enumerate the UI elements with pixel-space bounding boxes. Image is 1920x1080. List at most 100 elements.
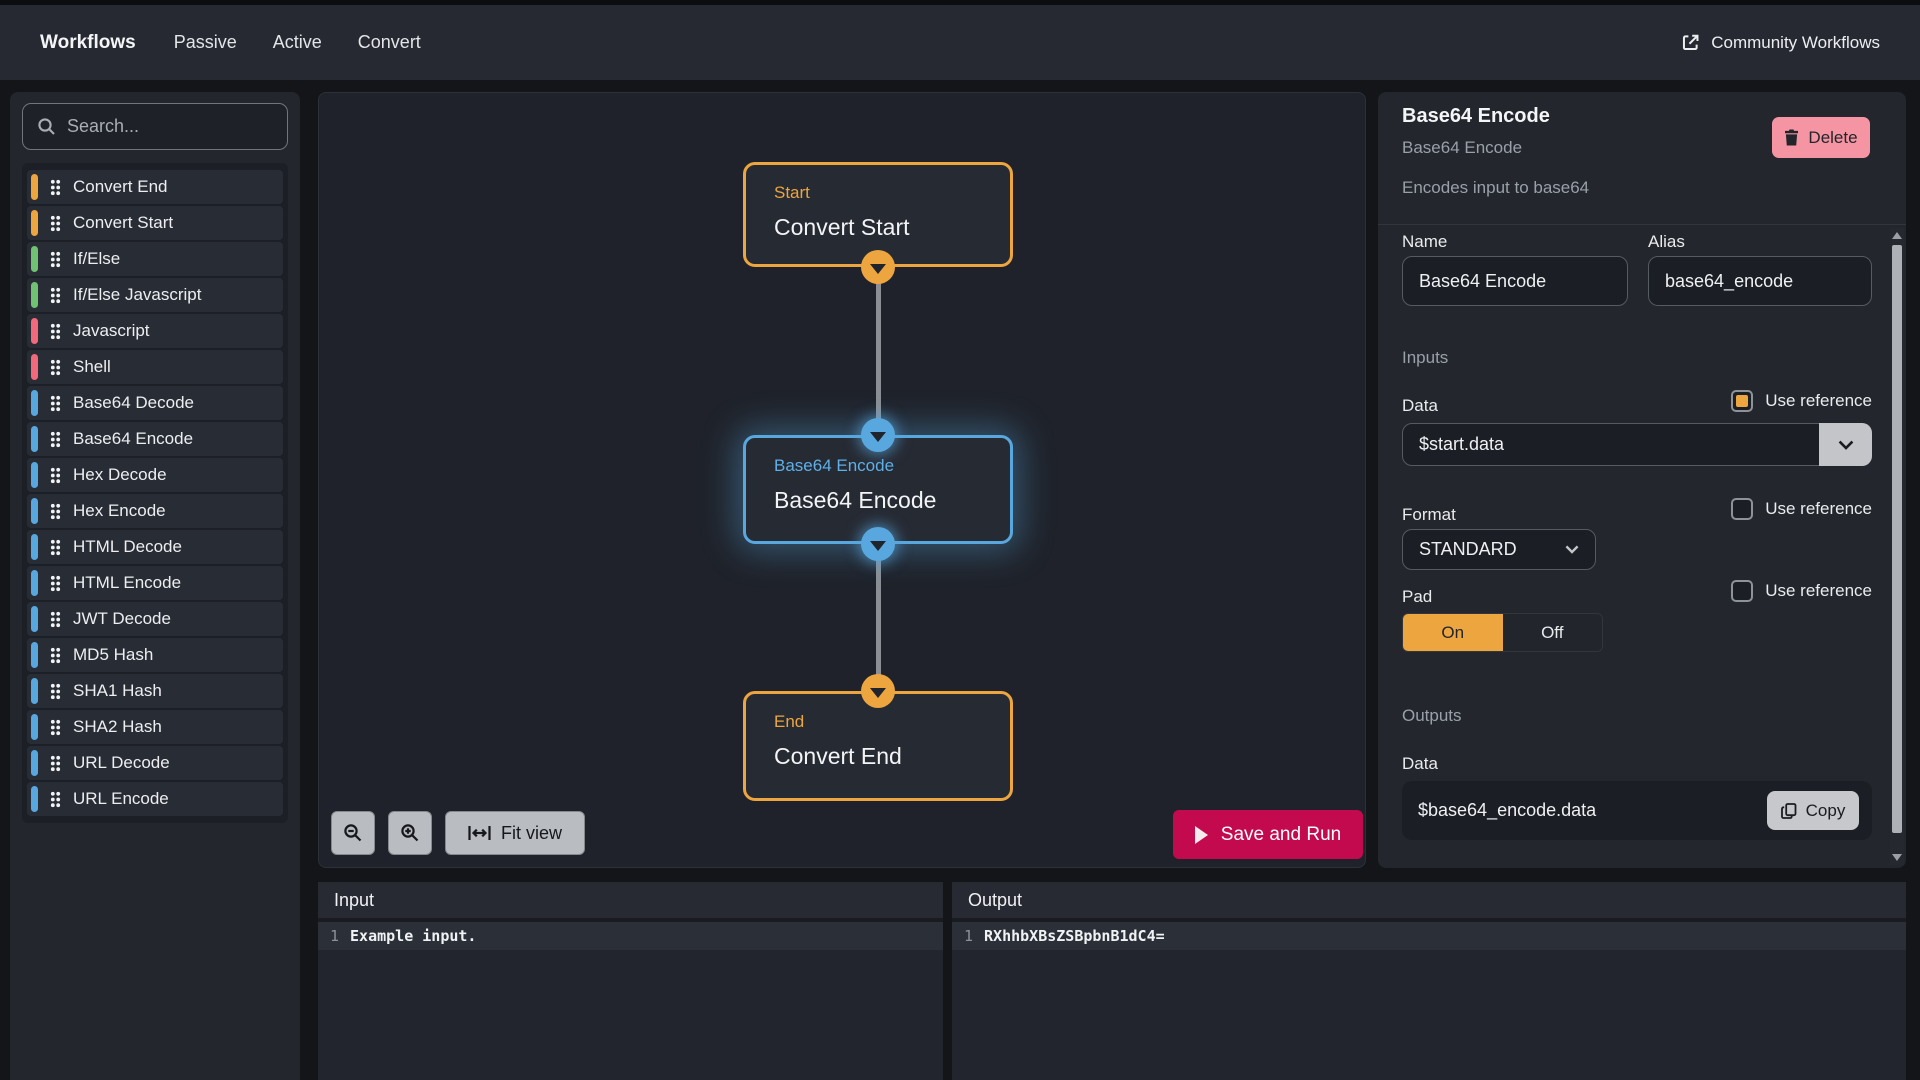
input-handle-base64-encode[interactable] xyxy=(861,418,895,452)
name-field-label: Name xyxy=(1402,232,1448,251)
palette-item[interactable]: URL Decode xyxy=(27,746,283,780)
inspector-subtitle: Base64 Encode xyxy=(1402,138,1523,157)
scrollbar-thumb[interactable] xyxy=(1892,245,1902,833)
node-color-pill xyxy=(31,498,38,524)
line-number: 1 xyxy=(330,927,340,945)
node-color-pill xyxy=(31,462,38,488)
search-input[interactable] xyxy=(67,116,273,137)
canvas-controls: Fit view xyxy=(331,811,585,855)
palette-item[interactable]: If/Else Javascript xyxy=(27,278,283,312)
data-select-dropdown-button[interactable] xyxy=(1819,423,1872,466)
node-color-pill xyxy=(31,678,38,704)
output-handle-convert-start[interactable] xyxy=(861,250,895,284)
node-palette-list: Convert End Convert Start xyxy=(22,163,288,823)
community-workflows-link[interactable]: Community Workflows xyxy=(1681,33,1880,53)
tab-convert[interactable]: Convert xyxy=(357,32,421,52)
data-use-reference-checkbox[interactable] xyxy=(1731,390,1754,412)
alias-input[interactable] xyxy=(1665,270,1855,292)
top-nav: Workflows Passive Active Convert Communi… xyxy=(0,5,1920,80)
drag-handle-icon xyxy=(50,503,61,520)
format-select[interactable]: STANDARD xyxy=(1402,529,1596,570)
palette-item[interactable]: URL Encode xyxy=(27,782,283,816)
palette-item-label: Javascript xyxy=(73,321,150,340)
scrollbar-up-arrow[interactable] xyxy=(1892,232,1902,239)
palette-item-label: Base64 Decode xyxy=(73,393,194,412)
node-color-pill xyxy=(31,570,38,596)
palette-item[interactable]: Base64 Decode xyxy=(27,386,283,420)
scrollbar-down-arrow[interactable] xyxy=(1892,854,1902,861)
node-color-pill xyxy=(31,318,38,344)
pad-input-label: Pad xyxy=(1402,587,1433,606)
format-use-reference-checkbox[interactable] xyxy=(1731,498,1754,520)
palette-item-label: MD5 Hash xyxy=(73,645,154,664)
use-reference-label: Use reference xyxy=(1765,391,1872,410)
output-editor-line: 1 RXhhbXBsZSBpbnB1dC4= xyxy=(952,922,1906,950)
tab-active[interactable]: Active xyxy=(272,32,322,52)
copy-button[interactable]: Copy xyxy=(1767,791,1859,830)
external-link-icon xyxy=(1681,33,1700,52)
input-panel-title: Input xyxy=(318,882,943,922)
data-reference-value: $start.data xyxy=(1419,434,1505,454)
copy-icon xyxy=(1780,802,1797,819)
drag-handle-icon xyxy=(50,287,61,304)
fit-view-button[interactable]: Fit view xyxy=(445,811,585,855)
palette-item[interactable]: If/Else xyxy=(27,242,283,276)
search-box xyxy=(22,103,288,150)
drag-handle-icon xyxy=(50,467,61,484)
palette-item[interactable]: SHA2 Hash xyxy=(27,710,283,744)
drag-handle-icon xyxy=(50,683,61,700)
input-editor-line[interactable]: 1 Example input. xyxy=(318,922,943,950)
node-color-pill xyxy=(31,174,38,200)
pad-toggle-off[interactable]: Off xyxy=(1502,614,1602,651)
name-input[interactable] xyxy=(1419,270,1611,292)
palette-item[interactable]: HTML Decode xyxy=(27,530,283,564)
palette-item-label: JWT Decode xyxy=(73,609,171,628)
drag-handle-icon xyxy=(50,431,61,448)
input-line-text: Example input. xyxy=(350,927,477,945)
drag-handle-icon xyxy=(50,611,61,628)
palette-item[interactable]: JWT Decode xyxy=(27,602,283,636)
palette-item[interactable]: Javascript xyxy=(27,314,283,348)
palette-item[interactable]: Shell xyxy=(27,350,283,384)
output-handle-base64-encode[interactable] xyxy=(861,527,895,561)
palette-item[interactable]: Base64 Encode xyxy=(27,422,283,456)
palette-item[interactable]: Hex Encode xyxy=(27,494,283,528)
node-color-pill xyxy=(31,246,38,272)
palette-item[interactable]: HTML Encode xyxy=(27,566,283,600)
palette-item[interactable]: Convert End xyxy=(27,170,283,204)
pad-toggle-on[interactable]: On xyxy=(1403,614,1503,651)
input-handle-convert-end[interactable] xyxy=(861,674,895,708)
chevron-down-icon xyxy=(1565,545,1579,554)
inspector-description: Encodes input to base64 xyxy=(1402,178,1590,197)
palette-item-label: Hex Decode xyxy=(73,465,167,484)
data-reference-select[interactable]: $start.data xyxy=(1402,423,1872,466)
palette-item[interactable]: SHA1 Hash xyxy=(27,674,283,708)
use-reference-label: Use reference xyxy=(1765,581,1872,600)
pad-use-reference-checkbox[interactable] xyxy=(1731,580,1754,602)
input-panel: Input 1 Example input. xyxy=(318,882,943,1080)
node-color-pill xyxy=(31,390,38,416)
fit-view-icon xyxy=(468,825,491,841)
palette-item-label: Convert Start xyxy=(73,213,174,232)
nav-tabs: Passive Active Convert xyxy=(174,32,421,53)
format-input-label: Format xyxy=(1402,505,1456,524)
palette-item-label: Shell xyxy=(73,357,111,376)
zoom-out-button[interactable] xyxy=(331,811,375,855)
save-and-run-button[interactable]: Save and Run xyxy=(1173,810,1363,859)
palette-item[interactable]: Hex Decode xyxy=(27,458,283,492)
node-inspector-panel: Base64 Encode Delete Base64 Encode Encod… xyxy=(1378,92,1906,868)
node-color-pill xyxy=(31,642,38,668)
play-icon xyxy=(1194,825,1208,844)
zoom-in-button[interactable] xyxy=(388,811,432,855)
save-and-run-label: Save and Run xyxy=(1220,823,1342,845)
inspector-scrollbar[interactable] xyxy=(1890,228,1904,865)
delete-node-button[interactable]: Delete xyxy=(1772,117,1870,158)
workflow-canvas[interactable]: Start Convert Start Base64 Encode Base64… xyxy=(318,92,1366,868)
trash-icon xyxy=(1784,129,1799,146)
palette-item[interactable]: Convert Start xyxy=(27,206,283,240)
palette-item-label: SHA1 Hash xyxy=(73,681,162,700)
drag-handle-icon xyxy=(50,755,61,772)
palette-item[interactable]: MD5 Hash xyxy=(27,638,283,672)
tab-passive[interactable]: Passive xyxy=(173,32,237,52)
palette-item-label: Convert End xyxy=(73,177,168,196)
